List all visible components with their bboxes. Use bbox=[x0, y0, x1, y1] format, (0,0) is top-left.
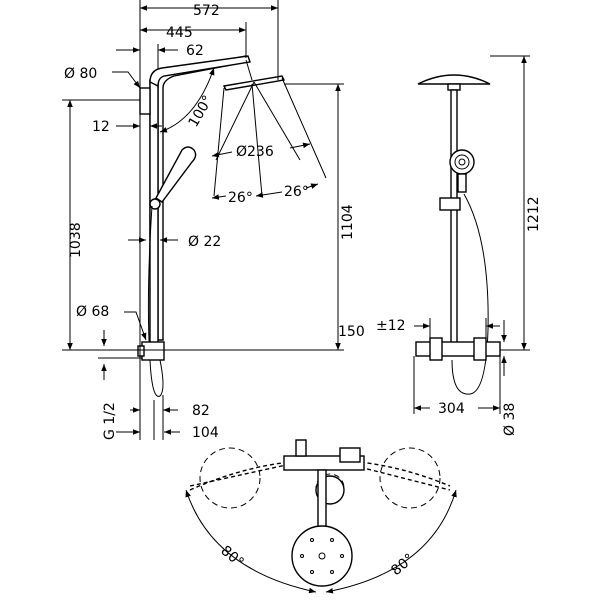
dim-62: 62 bbox=[186, 43, 204, 59]
side-view: 572 445 62 Ø 80 12 100° Ø236 26° 26° bbox=[62, 0, 365, 441]
dim-304: 304 bbox=[438, 401, 465, 417]
dim-tilt-left: 26° bbox=[228, 190, 253, 206]
wall-plate-upper bbox=[139, 87, 151, 115]
dim-12: 12 bbox=[92, 119, 110, 135]
front-hand-shower bbox=[449, 149, 475, 175]
slider bbox=[149, 198, 161, 210]
dim-150: 150 bbox=[338, 324, 365, 340]
front-view: 1212 ±12 304 Ø 38 bbox=[376, 55, 542, 436]
dim-wall-plate-diameter: Ø 80 bbox=[64, 66, 97, 82]
front-shower-head bbox=[417, 74, 491, 85]
front-riser bbox=[450, 89, 458, 347]
shower-arm bbox=[149, 55, 251, 88]
dim-445: 445 bbox=[166, 25, 193, 41]
hand-shower bbox=[155, 146, 197, 203]
dim-104: 104 bbox=[192, 425, 219, 441]
dim-1038: 1038 bbox=[68, 222, 84, 258]
hose bbox=[147, 205, 164, 397]
swivel-position-left bbox=[199, 447, 261, 509]
dim-mixer-diameter: Ø 68 bbox=[76, 304, 109, 320]
dim-572: 572 bbox=[193, 3, 220, 19]
dim-82: 82 bbox=[192, 403, 210, 419]
front-mixer bbox=[415, 341, 501, 357]
dim-thread: G 1/2 bbox=[102, 402, 118, 440]
top-view: 80° 80° bbox=[185, 439, 457, 594]
dim-tilt-right: 26° bbox=[284, 184, 309, 200]
dim-1212: 1212 bbox=[526, 196, 542, 232]
dim-head-diameter: Ø236 bbox=[236, 144, 274, 160]
swivel-position-right bbox=[379, 447, 441, 509]
dim-riser-diameter: Ø 22 bbox=[188, 234, 221, 250]
mixer-body bbox=[141, 341, 165, 361]
dim-tolerance: ±12 bbox=[376, 318, 406, 334]
front-slider bbox=[439, 197, 461, 211]
mixer-handle bbox=[137, 345, 145, 357]
dim-1104: 1104 bbox=[340, 204, 356, 240]
dim-mixer-outlet-diameter: Ø 38 bbox=[502, 403, 518, 436]
